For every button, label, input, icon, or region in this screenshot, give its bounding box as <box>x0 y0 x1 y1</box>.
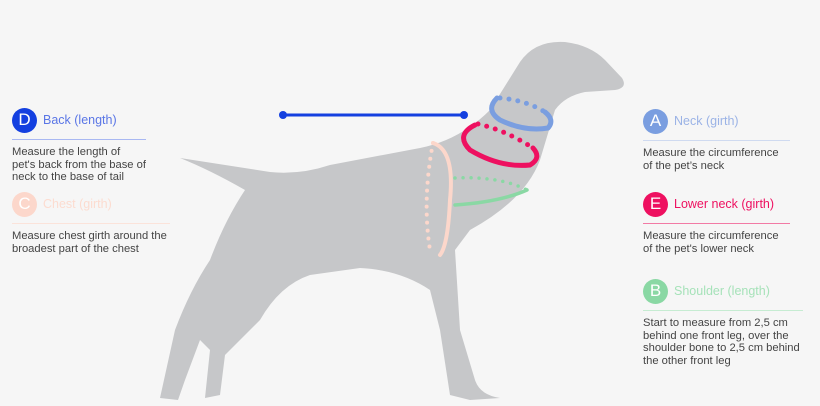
measurement-chest: C Chest (girth) Measure chest girth aroun… <box>12 191 170 255</box>
divider <box>643 223 790 224</box>
measurement-description: Measure the circumference of the pet's l… <box>643 230 779 255</box>
neck-girth-ring <box>489 95 554 132</box>
measurement-description: Measure chest girth around the broadest … <box>12 230 167 255</box>
badge-b: B <box>643 278 668 304</box>
badge-c: C <box>12 191 37 217</box>
badge-d: D <box>12 107 37 133</box>
divider <box>643 140 790 141</box>
measurement-lower-neck: E Lower neck (girth) Measure the circumfe… <box>643 191 790 255</box>
lower-neck-girth-ring <box>461 121 540 168</box>
measurement-neck: A Neck (girth) Measure the circumference … <box>643 108 790 172</box>
measurement-description: Measure the circumference of the pet’s n… <box>643 147 779 172</box>
measurement-title: Lower neck (girth) <box>674 197 775 211</box>
measurement-description: Start to measure from 2,5 cm behind one … <box>643 317 800 367</box>
measurement-back: D Back (length) Measure the length of pet… <box>12 107 146 184</box>
divider <box>12 223 170 224</box>
chest-girth-ring <box>424 141 453 257</box>
back-length-line <box>279 111 468 119</box>
shoulder-length-ring <box>453 176 529 207</box>
measurement-title: Neck (girth) <box>674 114 739 128</box>
measurement-title: Chest (girth) <box>43 197 112 211</box>
measurement-title: Shoulder (length) <box>674 284 770 298</box>
divider <box>643 310 803 311</box>
measurement-shoulder: B Shoulder (length) Start to measure from… <box>643 278 815 367</box>
measurement-description: Measure the length of pet's back from th… <box>12 146 146 183</box>
measurement-title: Back (length) <box>43 113 117 127</box>
dog-silhouette <box>160 41 624 400</box>
badge-e: E <box>643 191 668 217</box>
badge-a: A <box>643 108 668 134</box>
divider <box>12 139 146 140</box>
